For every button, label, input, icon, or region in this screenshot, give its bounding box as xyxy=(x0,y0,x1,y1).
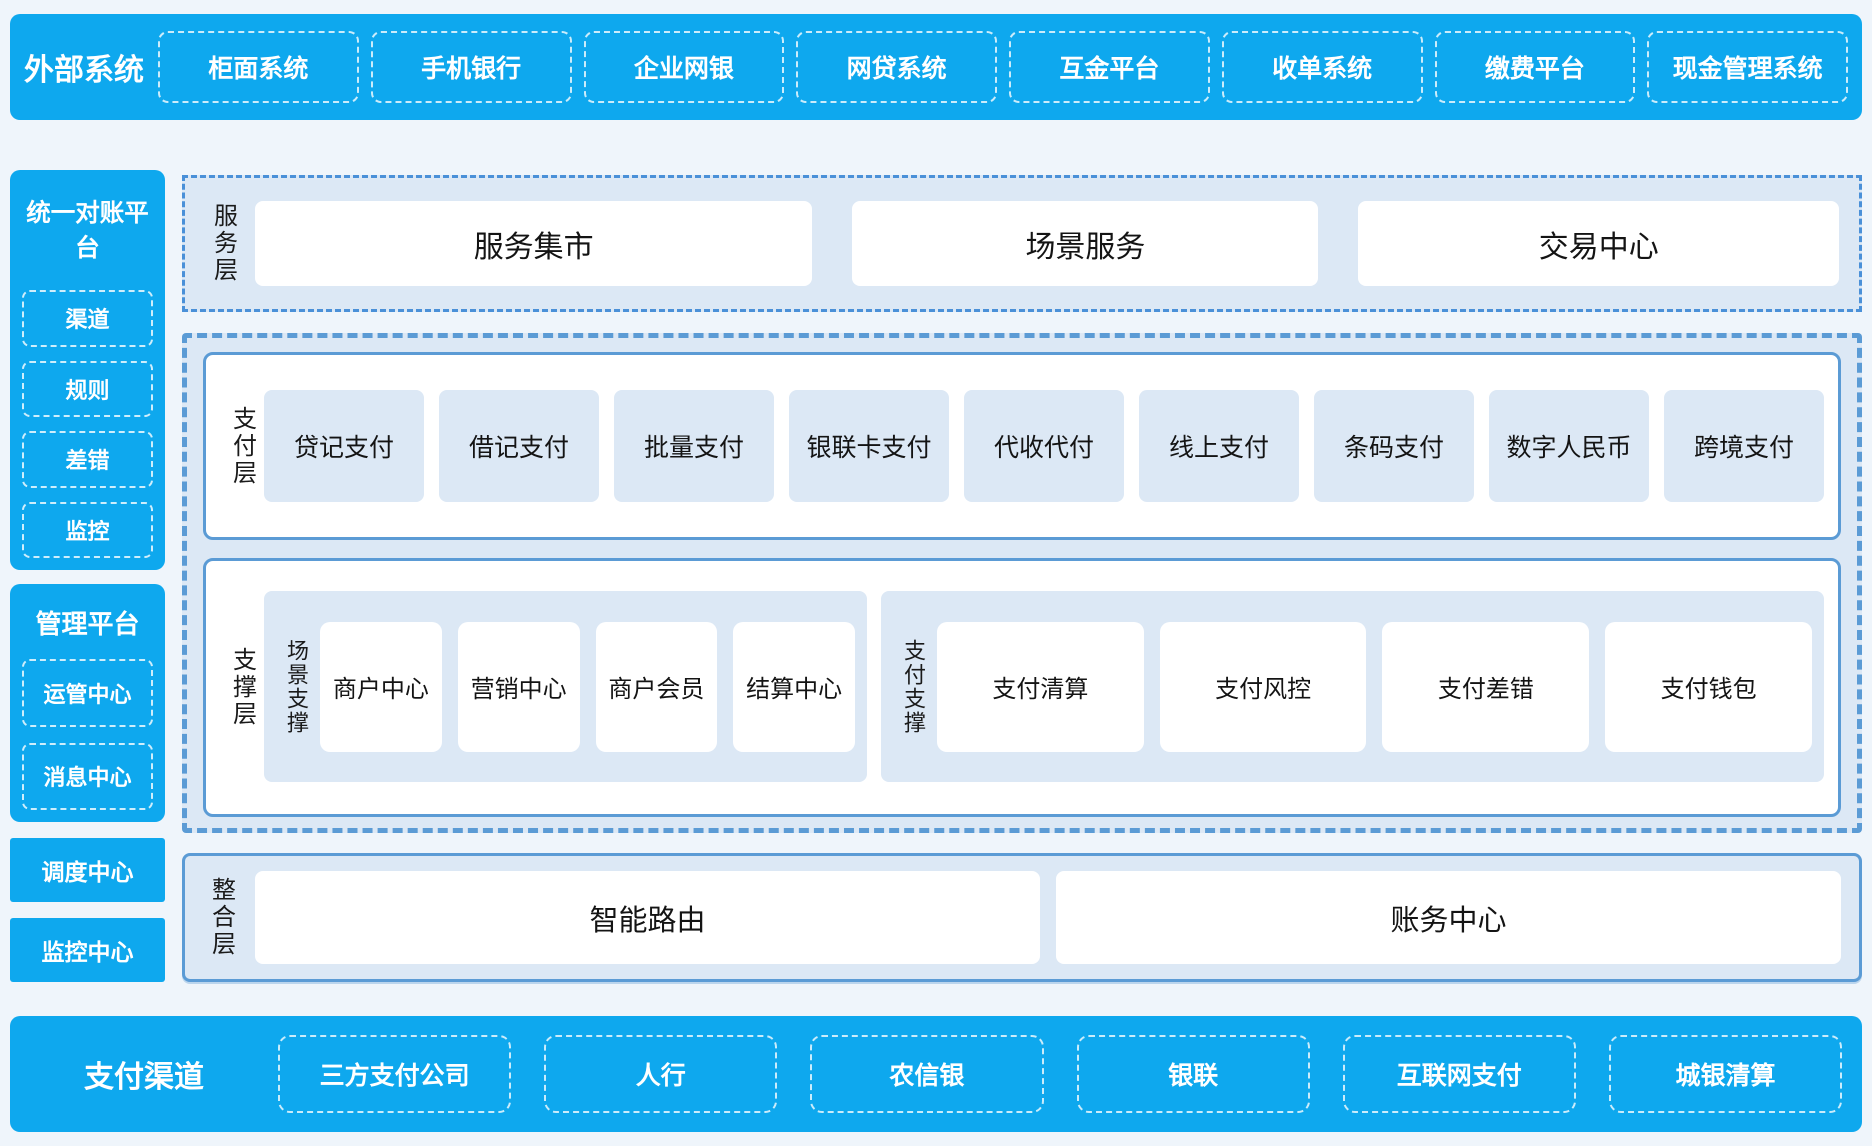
service-layer-band: 服务层 服务集市 场景服务 交易中心 xyxy=(182,175,1862,312)
sidebar: 统一对账平台 渠道 规则 差错 监控 管理平台 运管中心 消息中心 调度中心 监… xyxy=(10,170,165,982)
management-platform-block: 管理平台 运管中心 消息中心 xyxy=(10,584,165,822)
payment-channel-item: 互联网支付 xyxy=(1342,1035,1576,1113)
integration-layer-label: 整合层 xyxy=(207,877,235,958)
management-item: 运管中心 xyxy=(22,659,153,727)
payment-box: 数字人民币 xyxy=(1489,390,1649,502)
scene-support-box: 商户会员 xyxy=(595,621,718,752)
payment-channel-item: 人行 xyxy=(544,1035,778,1113)
payment-support-box: 支付风控 xyxy=(1159,621,1367,752)
payment-box: 代收代付 xyxy=(964,390,1124,502)
external-system-item: 收单系统 xyxy=(1221,31,1423,103)
integration-box: 智能路由 xyxy=(255,871,1040,964)
service-box: 场景服务 xyxy=(852,201,1319,286)
payment-layer-label: 支付层 xyxy=(228,405,256,487)
support-layer-label: 支撑层 xyxy=(228,647,256,728)
scene-support-box: 结算中心 xyxy=(733,621,855,752)
payment-layer-boxes: 贷记支付 借记支付 批量支付 银联卡支付 代收代付 线上支付 条码支付 数字人民… xyxy=(264,355,1824,537)
dispatch-center-block: 调度中心 xyxy=(10,838,165,902)
payment-support-box: 支付差错 xyxy=(1382,621,1590,752)
service-layer-label: 服务层 xyxy=(209,203,237,284)
payment-channel-item: 城银清算 xyxy=(1608,1035,1843,1113)
payment-support-boxes: 支付清算 支付风控 支付差错 支付钱包 xyxy=(936,621,1812,752)
support-layer-panels: 场景支撑 商户中心 营销中心 商户会员 结算中心 支付支撑 支付清算 支付风控 … xyxy=(264,591,1824,782)
payment-box: 贷记支付 xyxy=(264,390,424,502)
scene-support-label: 场景支撑 xyxy=(284,638,309,735)
integration-layer-boxes: 智能路由 账务中心 xyxy=(255,871,1841,964)
payment-channels-items: 三方支付公司 人行 农信银 银联 互联网支付 城银清算 xyxy=(278,1016,1843,1132)
payment-channels-band: 支付渠道 三方支付公司 人行 农信银 银联 互联网支付 城银清算 xyxy=(10,1016,1862,1132)
payment-channel-item: 三方支付公司 xyxy=(278,1035,512,1113)
payment-support-box: 支付钱包 xyxy=(1605,621,1812,752)
service-layer-boxes: 服务集市 场景服务 交易中心 xyxy=(255,201,1839,286)
external-system-item: 缴费平台 xyxy=(1434,31,1636,103)
payment-box: 条码支付 xyxy=(1314,390,1474,502)
external-system-item: 网贷系统 xyxy=(796,31,997,103)
reconciliation-platform-block: 统一对账平台 渠道 规则 差错 监控 xyxy=(10,170,165,570)
integration-layer-band: 整合层 智能路由 账务中心 xyxy=(182,853,1862,982)
scene-support-box: 商户中心 xyxy=(320,621,442,752)
external-system-item: 互金平台 xyxy=(1009,31,1210,103)
service-box: 服务集市 xyxy=(255,201,813,286)
external-systems-band: 外部系统 柜面系统 手机银行 企业网银 网贷系统 互金平台 收单系统 缴费平台 … xyxy=(10,14,1862,120)
core-layers-wrapper: 支付层 贷记支付 借记支付 批量支付 银联卡支付 代收代付 线上支付 条码支付 … xyxy=(182,333,1862,833)
external-system-item: 手机银行 xyxy=(370,31,572,103)
payment-support-label: 支付支撑 xyxy=(900,638,926,735)
payment-support-box: 支付清算 xyxy=(936,621,1144,752)
reconciliation-item: 规则 xyxy=(22,360,153,417)
external-system-item: 现金管理系统 xyxy=(1647,31,1848,103)
payment-box: 借记支付 xyxy=(439,390,599,502)
payment-box: 批量支付 xyxy=(614,390,774,502)
reconciliation-item: 渠道 xyxy=(22,290,153,347)
scene-support-panel: 场景支撑 商户中心 营销中心 商户会员 结算中心 xyxy=(264,591,867,782)
payment-channels-title: 支付渠道 xyxy=(84,1061,204,1094)
payment-box: 银联卡支付 xyxy=(789,390,949,502)
external-systems-items: 柜面系统 手机银行 企业网银 网贷系统 互金平台 收单系统 缴费平台 现金管理系… xyxy=(158,14,1848,120)
external-system-item: 柜面系统 xyxy=(158,31,359,103)
external-systems-title: 外部系统 xyxy=(24,54,144,87)
scene-support-box: 营销中心 xyxy=(457,621,580,752)
payment-channel-item: 农信银 xyxy=(810,1035,1044,1113)
reconciliation-item: 差错 xyxy=(22,431,153,488)
payment-box: 线上支付 xyxy=(1139,390,1299,502)
service-box: 交易中心 xyxy=(1358,201,1839,286)
payment-layer-card: 支付层 贷记支付 借记支付 批量支付 银联卡支付 代收代付 线上支付 条码支付 … xyxy=(203,352,1841,540)
payment-channel-item: 银联 xyxy=(1076,1035,1310,1113)
payment-support-panel: 支付支撑 支付清算 支付风控 支付差错 支付钱包 xyxy=(880,591,1824,782)
scene-support-boxes: 商户中心 营销中心 商户会员 结算中心 xyxy=(320,621,855,752)
management-platform-title: 管理平台 xyxy=(35,609,140,639)
main-architecture-area: 服务层 服务集市 场景服务 交易中心 支付层 贷记支付 借记支付 批量支付 银联… xyxy=(182,175,1862,982)
payment-box: 跨境支付 xyxy=(1664,390,1824,502)
reconciliation-platform-title: 统一对账平台 xyxy=(26,200,149,262)
integration-box: 账务中心 xyxy=(1056,871,1841,964)
support-layer-card: 支撑层 场景支撑 商户中心 营销中心 商户会员 结算中心 支付支撑 支付清算 支… xyxy=(203,558,1841,817)
monitor-center-block: 监控中心 xyxy=(10,918,165,982)
external-system-item: 企业网银 xyxy=(583,31,785,103)
management-item: 消息中心 xyxy=(22,742,153,810)
reconciliation-item: 监控 xyxy=(22,501,153,558)
